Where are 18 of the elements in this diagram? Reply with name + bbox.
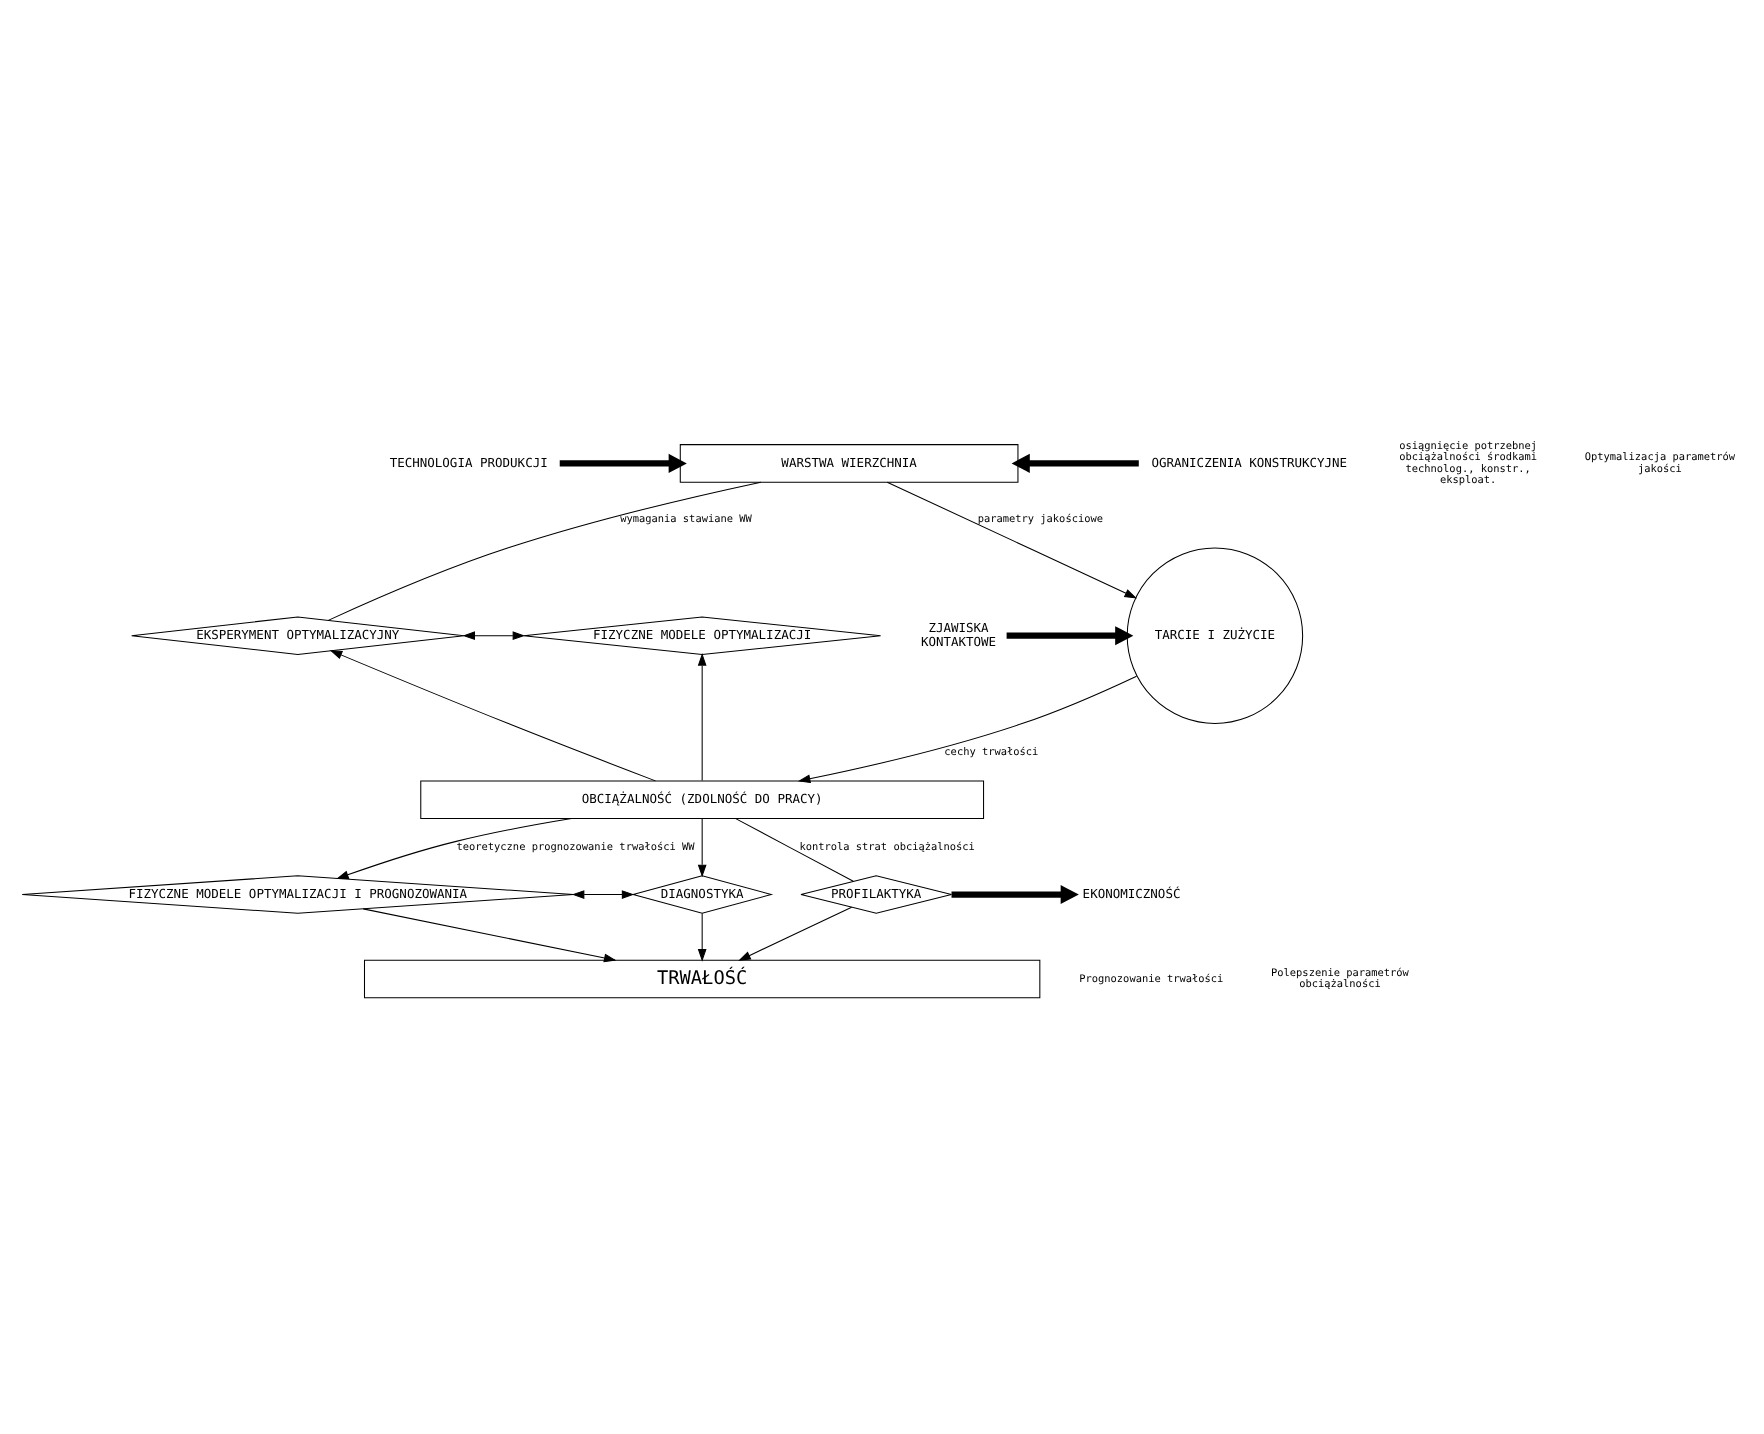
- arrow: [1010, 453, 1138, 473]
- arrow: [796, 675, 1137, 783]
- arrow: [950, 884, 1078, 905]
- node-box: TRWAŁOŚĆ: [363, 959, 1040, 999]
- arrow: [361, 908, 616, 963]
- connector: [326, 481, 761, 621]
- arrow: [461, 631, 525, 641]
- arrow: [885, 481, 1136, 599]
- arrow: [328, 650, 655, 782]
- arrow: [696, 818, 706, 878]
- arrow: [696, 653, 706, 782]
- arrow: [1005, 626, 1133, 646]
- connector: [734, 818, 853, 882]
- arrow: [696, 912, 706, 962]
- arrow: [335, 817, 572, 879]
- arrow: [570, 890, 634, 899]
- arrow: [558, 453, 686, 473]
- arrow: [737, 906, 852, 961]
